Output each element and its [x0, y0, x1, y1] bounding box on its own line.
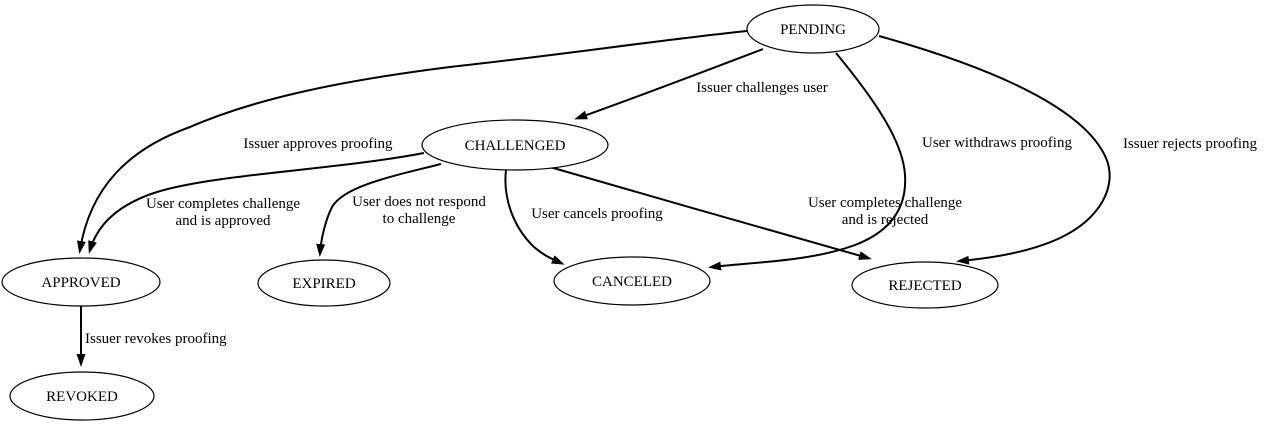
state-node-ellipse-challenged [421, 119, 609, 171]
state-node-ellipse-rejected [851, 261, 999, 309]
edge-pending-to-canceled [708, 52, 907, 271]
state-node-label-revoked: REVOKED [46, 389, 118, 405]
state-node-ellipse-canceled [553, 256, 711, 306]
edge-pending-to-challenged [574, 48, 764, 120]
edge-label-pending-to-challenged: Issuer challenges user [696, 80, 828, 96]
edge-label-pending-to-rejected: Issuer rejects proofing [1123, 136, 1258, 152]
state-node-revoked: REVOKED [9, 371, 155, 421]
state-node-ellipse-expired [257, 259, 391, 307]
state-node-ellipse-approved [1, 257, 161, 307]
state-node-ellipse-revoked [9, 371, 155, 421]
state-node-approved: APPROVED [1, 257, 161, 307]
edge-label-approved-to-revoked: Issuer revokes proofing [85, 331, 227, 347]
state-node-label-approved: APPROVED [41, 275, 120, 291]
edge-challenged-to-rejected [542, 164, 872, 260]
state-node-label-challenged: CHALLENGED [465, 138, 566, 154]
state-node-rejected: REJECTED [851, 261, 999, 309]
state-node-label-pending: PENDING [780, 22, 846, 38]
edge-challenged-to-expired [316, 163, 442, 257]
edge-challenged-to-canceled [504, 169, 565, 265]
state-node-canceled: CANCELED [553, 256, 711, 306]
edge-label-pending-to-canceled: User withdraws proofing [922, 135, 1072, 151]
edge-label-challenged-to-canceled: User cancels proofing [531, 206, 663, 222]
state-node-label-expired: EXPIRED [292, 276, 356, 292]
state-node-ellipse-pending [746, 4, 880, 54]
edge-label-pending-to-approved: Issuer approves proofing [243, 136, 393, 152]
state-node-expired: EXPIRED [257, 259, 391, 307]
state-node-label-canceled: CANCELED [592, 274, 672, 290]
edge-challenged-to-approved [88, 152, 425, 254]
state-node-label-rejected: REJECTED [888, 278, 961, 294]
edge-pending-to-rejected [878, 35, 1111, 265]
edge-pending-to-approved [76, 30, 748, 254]
state-node-pending: PENDING [746, 4, 880, 54]
state-node-challenged: CHALLENGED [421, 119, 609, 171]
